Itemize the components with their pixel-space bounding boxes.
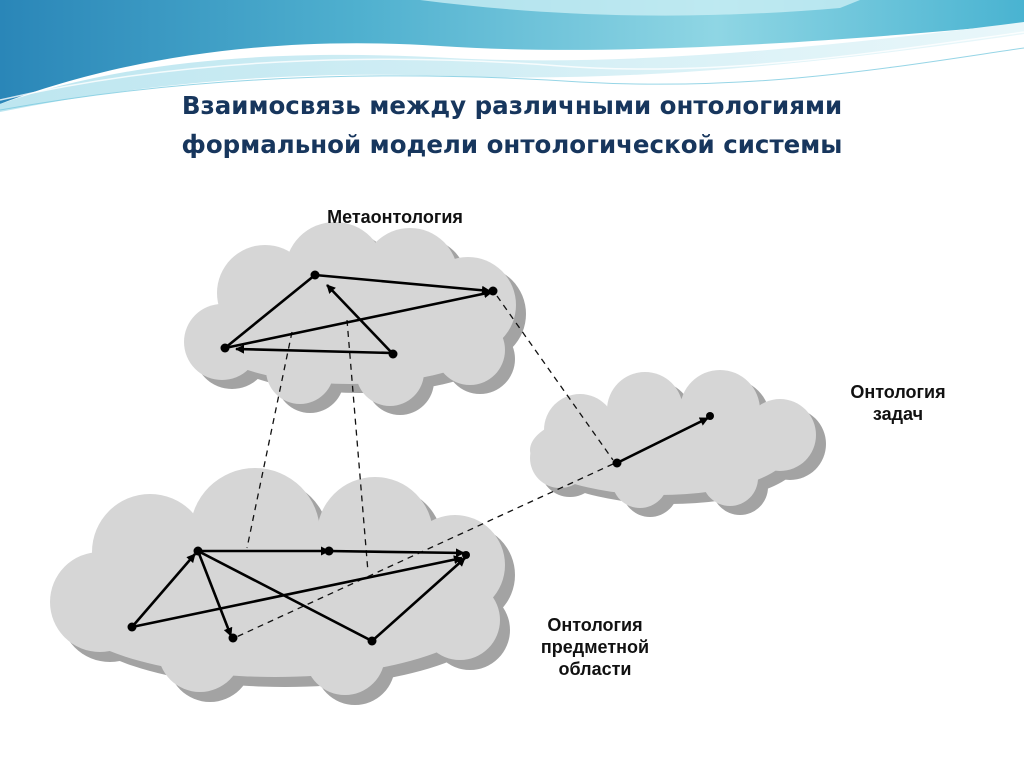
domain-ontology-graph (131, 546, 466, 643)
meta-node-right (488, 286, 498, 296)
metaontology-label: Метаонтология (275, 206, 515, 228)
domain-ontology-label-line-3: области (558, 659, 632, 679)
task-ontology-nodes (612, 412, 714, 468)
domain-edge-left-to-top-c (131, 555, 463, 629)
domain-edge-bottom-right-to-top-c (371, 557, 466, 642)
domain-edge-top-b-to-top-c (328, 548, 465, 558)
domain-node-bottom-right (367, 636, 377, 646)
domain-ontology-cloud (50, 468, 515, 705)
task-node-end (706, 412, 714, 420)
meta-edge-bottomright-to-left (235, 344, 393, 355)
meta-edge-left-to-right (224, 289, 493, 350)
domain-ontology-nodes (127, 546, 470, 646)
metaontology-graph (224, 273, 493, 355)
meta-edge-top-to-right (314, 273, 491, 295)
wave-band-light (0, 22, 1024, 112)
domain-node-lower (228, 633, 238, 643)
domain-ontology-cloud-body (50, 468, 505, 695)
domain-edge-top-a-to-lower (196, 550, 233, 637)
metaontology-cloud (184, 222, 526, 415)
meta-node-bottom-right (388, 349, 398, 359)
task-ontology-cloud (530, 370, 826, 517)
meta-node-top (310, 270, 320, 280)
dashed-link-meta-domain-right (346, 319, 369, 573)
domain-ontology-label-line-2: предметной (540, 637, 650, 657)
wave-highlight-top (420, 0, 860, 16)
dashed-link-meta-tasks (496, 295, 614, 461)
task-ontology-cloud-body (530, 370, 816, 508)
wave-line-1 (0, 31, 1024, 101)
domain-ontology-label: Онтология предметной области (495, 614, 695, 680)
task-ontology-label-line-2: задач (872, 404, 924, 424)
meta-edge-left-to-top (224, 273, 316, 350)
domain-edge-left-to-top-a (131, 553, 196, 628)
slide-title-line-1: Взаимосвязь между различными онтологиями (181, 91, 843, 120)
metaontology-label-text: Метаонтология (327, 207, 463, 227)
task-node-start (612, 458, 622, 468)
dashed-link-meta-domain-left (246, 331, 293, 549)
task-ontology-label-line-1: Онтология (850, 382, 946, 402)
wave-band-main (0, 0, 1024, 104)
slide-title: Взаимосвязь между различными онтологиями… (112, 86, 912, 164)
meta-node-left (220, 343, 230, 353)
domain-node-top-a (193, 546, 203, 556)
domain-node-top-c (462, 551, 470, 559)
wave-line-2 (0, 47, 1024, 111)
slide-title-line-2: формальной модели онтологической системы (181, 130, 843, 159)
domain-node-top-b (324, 546, 334, 556)
meta-edge-bottomright-to-top (326, 284, 393, 354)
metaontology-nodes (220, 270, 498, 359)
task-edge (616, 416, 709, 465)
task-ontology-label: Онтология задач (808, 381, 988, 425)
task-ontology-graph (616, 416, 709, 465)
domain-ontology-label-line-1: Онтология (547, 615, 643, 635)
domain-node-left (127, 622, 137, 632)
